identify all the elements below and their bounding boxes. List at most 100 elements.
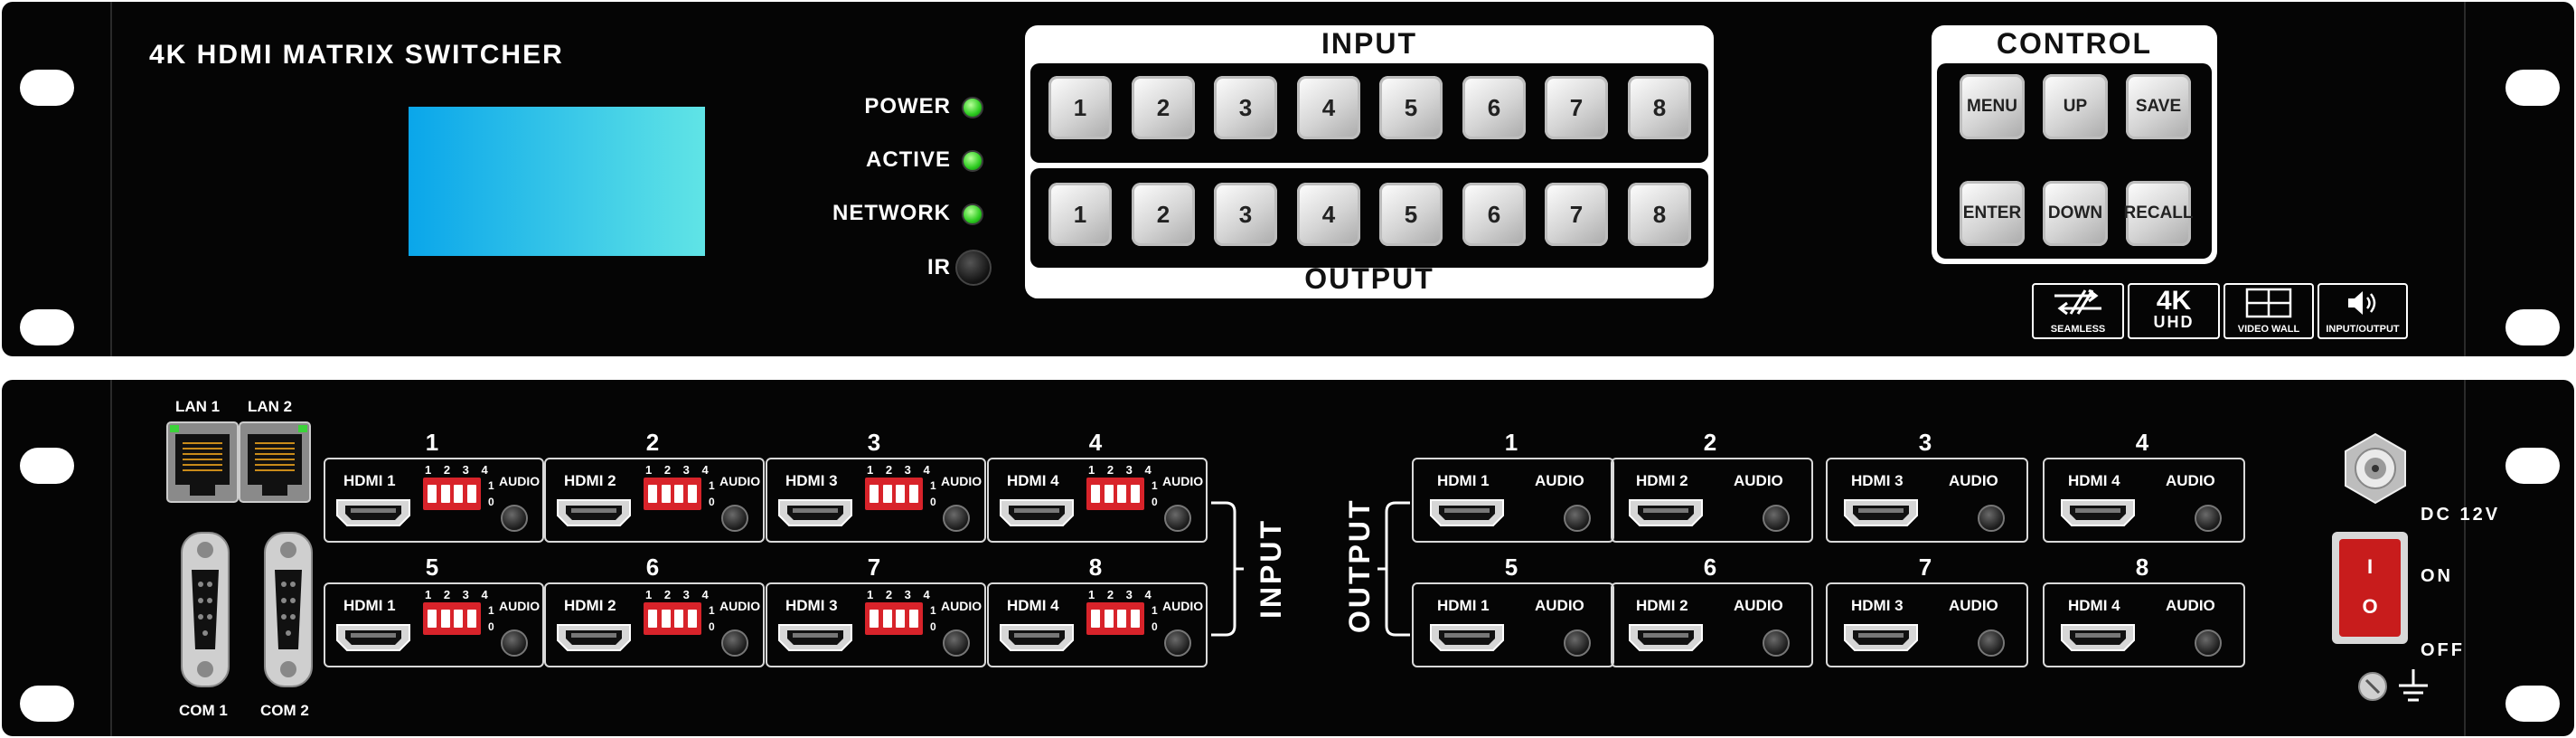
input-key-4[interactable]: 4 (1297, 76, 1360, 139)
com2-port[interactable] (262, 530, 315, 689)
audio-input-jack[interactable] (1164, 629, 1191, 657)
dip-switch-lever[interactable] (440, 610, 450, 628)
dip-switch-lever[interactable] (1131, 610, 1141, 628)
output-key-2[interactable]: 2 (1132, 183, 1195, 246)
dip-switch-lever[interactable] (896, 485, 906, 503)
enter-button[interactable]: ENTER (1960, 181, 2025, 246)
dip-switch[interactable] (423, 602, 481, 635)
dip-switch-lever[interactable] (909, 610, 919, 628)
input-key-1[interactable]: 1 (1048, 76, 1112, 139)
hdmi-output-port[interactable] (1627, 622, 1705, 653)
hdmi-output-port[interactable] (1428, 622, 1506, 653)
dip-switch-lever[interactable] (909, 485, 919, 503)
hdmi-output-port[interactable] (1842, 497, 1920, 528)
dip-switch-lever[interactable] (1117, 485, 1127, 503)
up-button[interactable]: UP (2043, 74, 2108, 139)
audio-input-jack[interactable] (943, 629, 970, 657)
audio-output-jack[interactable] (1763, 629, 1790, 657)
dip-switch-lever[interactable] (1117, 610, 1127, 628)
dip-switch-lever[interactable] (467, 610, 477, 628)
audio-input-jack[interactable] (943, 505, 970, 532)
dip-switch-lever[interactable] (1131, 485, 1141, 503)
lan2-port[interactable] (239, 421, 311, 503)
audio-input-jack[interactable] (721, 629, 748, 657)
dip-switch-lever[interactable] (869, 485, 879, 503)
output-key-3[interactable]: 3 (1214, 183, 1277, 246)
hdmi-input-port[interactable] (998, 622, 1076, 653)
com1-port[interactable] (179, 530, 231, 689)
hdmi-input-port[interactable] (776, 622, 854, 653)
dip-switch[interactable] (865, 478, 923, 510)
audio-output-jack[interactable] (2195, 629, 2222, 657)
lan1-port[interactable] (166, 421, 239, 503)
input-key-8[interactable]: 8 (1628, 76, 1691, 139)
dip-switch-lever[interactable] (427, 485, 437, 503)
dip-switch-lever[interactable] (1104, 610, 1114, 628)
hdmi-output-port[interactable] (1627, 497, 1705, 528)
dip-switch-lever[interactable] (427, 610, 437, 628)
output-key-8[interactable]: 8 (1628, 183, 1691, 246)
input-key-6[interactable]: 6 (1462, 76, 1526, 139)
dip-switch-lever[interactable] (647, 485, 657, 503)
dip-switch-lever[interactable] (661, 485, 671, 503)
output-key-7[interactable]: 7 (1545, 183, 1608, 246)
hdmi-output-port[interactable] (2059, 497, 2137, 528)
input-key-3[interactable]: 3 (1214, 76, 1277, 139)
audio-output-jack[interactable] (2195, 505, 2222, 532)
output-key-4[interactable]: 4 (1297, 183, 1360, 246)
audio-input-jack[interactable] (721, 505, 748, 532)
dip-switch-lever[interactable] (440, 485, 450, 503)
hdmi-output-port[interactable] (2059, 622, 2137, 653)
output-key-1[interactable]: 1 (1048, 183, 1112, 246)
output-key-5[interactable]: 5 (1379, 183, 1443, 246)
dip-switch-lever[interactable] (1090, 610, 1100, 628)
power-switch-rocker[interactable]: I O (2339, 539, 2401, 637)
audio-input-jack[interactable] (1164, 505, 1191, 532)
hdmi-input-port[interactable] (334, 497, 412, 528)
hdmi-input-port[interactable] (555, 622, 633, 653)
dip-switch-lever[interactable] (674, 485, 684, 503)
audio-output-jack[interactable] (1978, 505, 2005, 532)
audio-input-jack[interactable] (501, 629, 528, 657)
recall-button[interactable]: RECALL (2123, 181, 2194, 246)
dc-power-jack[interactable] (2339, 432, 2411, 505)
output-key-6[interactable]: 6 (1462, 183, 1526, 246)
save-button[interactable]: SAVE (2126, 74, 2191, 139)
dip-switch-lever[interactable] (688, 610, 698, 628)
dip-switch-lever[interactable] (647, 610, 657, 628)
menu-button[interactable]: MENU (1960, 74, 2025, 139)
audio-input-jack[interactable] (501, 505, 528, 532)
dip-switch-lever[interactable] (869, 610, 879, 628)
hdmi-output-port[interactable] (1428, 497, 1506, 528)
dip-switch-lever[interactable] (882, 485, 892, 503)
dip-switch-lever[interactable] (674, 610, 684, 628)
audio-output-jack[interactable] (1564, 505, 1591, 532)
down-button[interactable]: DOWN (2043, 181, 2108, 246)
dip-switch[interactable] (1086, 478, 1144, 510)
dip-switch-lever[interactable] (688, 485, 698, 503)
audio-output-jack[interactable] (1564, 629, 1591, 657)
dip-switch[interactable] (423, 478, 481, 510)
dip-switch-lever[interactable] (661, 610, 671, 628)
input-key-7[interactable]: 7 (1545, 76, 1608, 139)
dip-switch[interactable] (1086, 602, 1144, 635)
input-key-5[interactable]: 5 (1379, 76, 1443, 139)
dip-switch-lever[interactable] (1104, 485, 1114, 503)
dip-switch-lever[interactable] (467, 485, 477, 503)
hdmi-input-port[interactable] (776, 497, 854, 528)
power-switch[interactable]: I O (2332, 532, 2408, 644)
hdmi-output-port[interactable] (1842, 622, 1920, 653)
dip-switch-lever[interactable] (1090, 485, 1100, 503)
hdmi-input-port[interactable] (334, 622, 412, 653)
hdmi-input-port[interactable] (555, 497, 633, 528)
dip-switch[interactable] (644, 602, 701, 635)
dip-switch-lever[interactable] (454, 610, 464, 628)
hdmi-input-port[interactable] (998, 497, 1076, 528)
audio-output-jack[interactable] (1978, 629, 2005, 657)
audio-output-jack[interactable] (1763, 505, 1790, 532)
dip-switch-lever[interactable] (882, 610, 892, 628)
input-key-2[interactable]: 2 (1132, 76, 1195, 139)
dip-switch-lever[interactable] (454, 485, 464, 503)
dip-switch[interactable] (644, 478, 701, 510)
dip-switch[interactable] (865, 602, 923, 635)
